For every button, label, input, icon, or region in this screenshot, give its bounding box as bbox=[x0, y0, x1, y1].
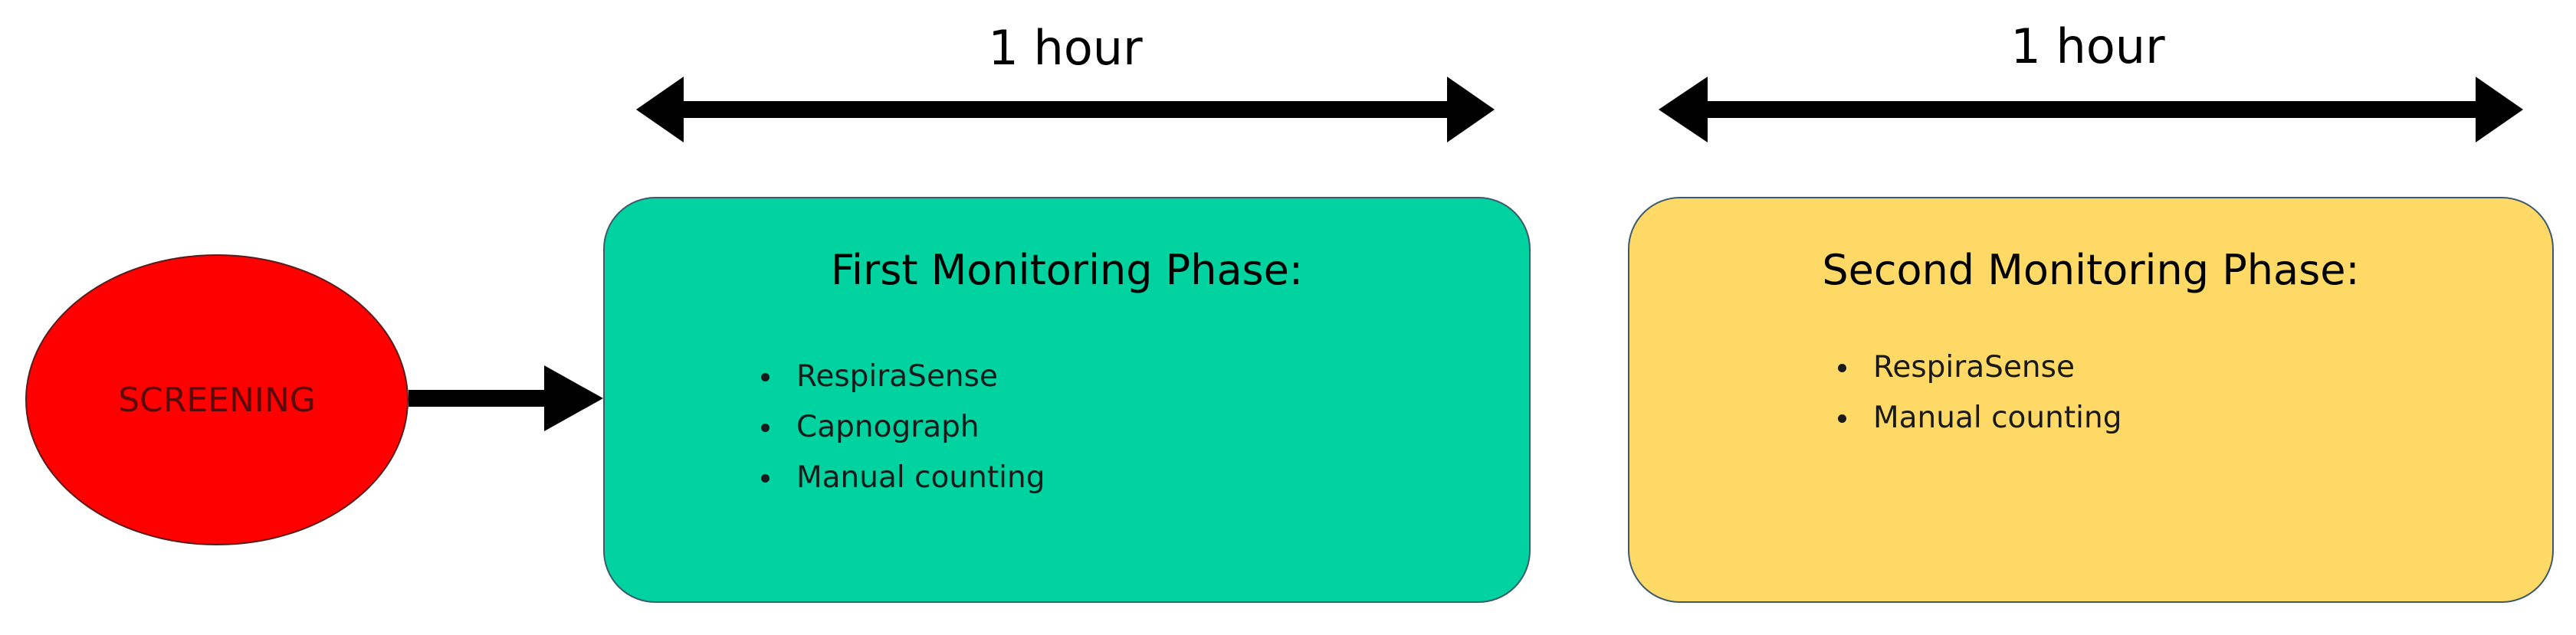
second-monitoring-phase-box: Second Monitoring Phase: RespiraSense Ma… bbox=[1628, 197, 2554, 603]
list-item: Capnograph bbox=[758, 402, 1045, 453]
list-item: Manual counting bbox=[1835, 393, 2122, 444]
list-item: RespiraSense bbox=[758, 352, 1045, 402]
duration-arrow-second-phase bbox=[1659, 77, 2523, 142]
duration-arrow-first-phase bbox=[636, 77, 1495, 142]
phase-title: First Monitoring Phase: bbox=[830, 246, 1304, 294]
list-item: RespiraSense bbox=[1835, 342, 2122, 393]
phase-item-list: RespiraSense Manual counting bbox=[1835, 342, 2122, 444]
duration-label-second: 1 hour bbox=[2010, 18, 2165, 74]
list-item: Manual counting bbox=[758, 453, 1045, 503]
phase-title: Second Monitoring Phase: bbox=[1822, 246, 2360, 294]
duration-label-first: 1 hour bbox=[988, 20, 1143, 76]
screening-node: SCREENING bbox=[25, 254, 409, 545]
first-monitoring-phase-box: First Monitoring Phase: RespiraSense Cap… bbox=[603, 197, 1531, 603]
screening-label: SCREENING bbox=[118, 380, 316, 420]
screening-to-phase-arrow bbox=[409, 365, 603, 431]
phase-item-list: RespiraSense Capnograph Manual counting bbox=[758, 352, 1045, 503]
